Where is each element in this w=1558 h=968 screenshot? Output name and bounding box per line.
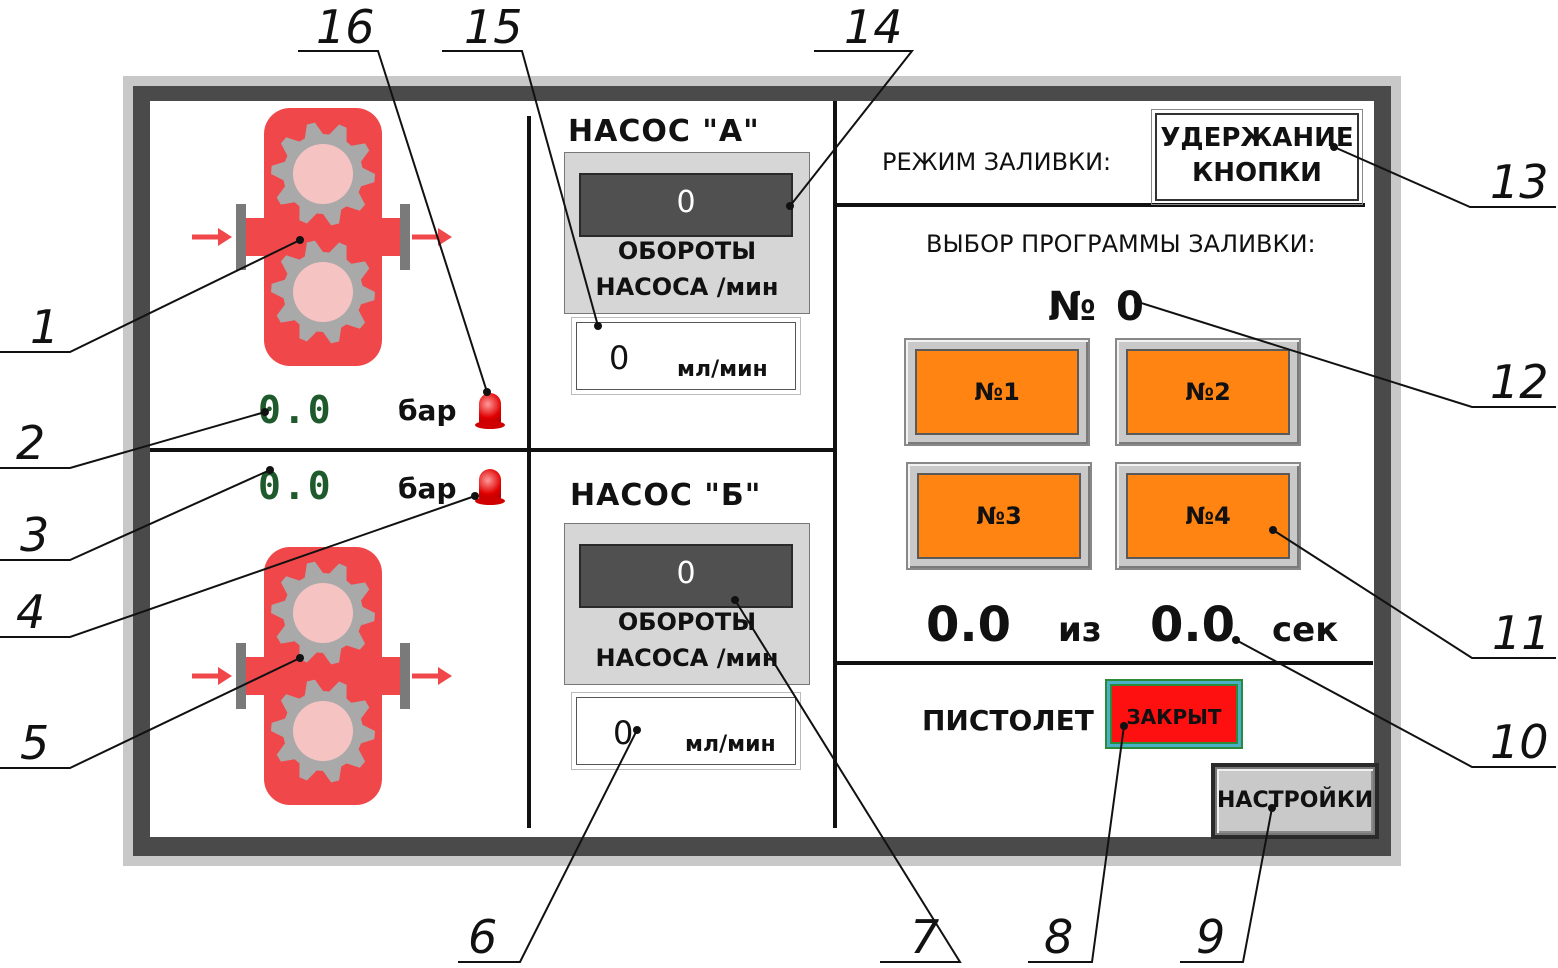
divider-pumps <box>150 448 834 452</box>
pump-a-rpm-display: 0 <box>579 173 793 237</box>
callout-13: 13 <box>1490 155 1549 209</box>
pump-b-rpm-display: 0 <box>579 544 793 608</box>
callout-11: 11 <box>1492 606 1551 660</box>
divider-timer <box>835 661 1373 665</box>
callout-2: 2 <box>16 416 46 470</box>
program-button-3[interactable]: №3 <box>906 462 1092 570</box>
timer-unit: сек <box>1272 610 1339 650</box>
pump-b-flow-unit: мл/мин <box>685 732 776 757</box>
fill-mode-button-line2: КНОПКИ <box>1192 158 1322 188</box>
callout-1: 1 <box>30 300 60 354</box>
timer-elapsed: 0.0 <box>926 597 1012 653</box>
fill-mode-button-line1: УДЕРЖАНИЕ <box>1160 123 1354 153</box>
callout-6: 6 <box>468 910 498 964</box>
pump-a-gear-pump-icon <box>192 108 452 366</box>
program-number-prefix: № <box>1048 284 1097 330</box>
pump-b-flow-value: 0 <box>613 714 634 752</box>
pump-b-alarm-lamp-icon <box>475 469 505 505</box>
timer-of-word: из <box>1058 610 1102 650</box>
callout-14: 14 <box>844 0 903 54</box>
callout-7: 7 <box>910 910 940 964</box>
pump-b-rpm-panel: 0 ОБОРОТЫ НАСОСА /мин <box>564 523 810 685</box>
pump-a-pressure-value: 0.0 <box>258 388 333 432</box>
program-heading: ВЫБОР ПРОГРАММЫ ЗАЛИВКИ: <box>926 230 1316 258</box>
program-button-2-label: №2 <box>1126 349 1290 435</box>
divider-mode <box>835 203 1365 207</box>
pump-a-flow-value: 0 <box>609 339 630 377</box>
pump-b-gear-pump-icon <box>192 547 452 805</box>
divider-left <box>527 116 531 828</box>
callout-9: 9 <box>1196 910 1226 964</box>
pump-a-flow-field[interactable]: 0 мл/мин <box>571 317 801 395</box>
program-button-1[interactable]: №1 <box>904 338 1090 446</box>
divider-right <box>833 101 837 828</box>
pump-b-flow-field[interactable]: 0 мл/мин <box>571 692 801 770</box>
gun-state-button[interactable]: ЗАКРЫТ <box>1105 679 1243 749</box>
gun-state-label: ЗАКРЫТ <box>1110 684 1238 744</box>
program-selected-number: 0 <box>1116 284 1144 330</box>
program-button-4[interactable]: №4 <box>1115 462 1301 570</box>
timer-total: 0.0 <box>1150 597 1236 653</box>
pump-b-rpm-label-line1: ОБОРОТЫ <box>617 608 757 636</box>
pump-b-title: НАСОС "Б" <box>570 478 762 513</box>
callout-4: 4 <box>16 585 46 639</box>
gun-label: ПИСТОЛЕТ <box>922 704 1094 737</box>
pump-a-rpm-panel: 0 ОБОРОТЫ НАСОСА /мин <box>564 152 810 314</box>
callout-12: 12 <box>1490 355 1549 409</box>
pump-a-pressure-unit: бар <box>398 394 457 427</box>
pump-a-alarm-lamp-icon <box>475 393 505 429</box>
fill-mode-button[interactable]: УДЕРЖАНИЕ КНОПКИ <box>1151 109 1363 205</box>
callout-8: 8 <box>1044 910 1074 964</box>
pump-a-flow-unit: мл/мин <box>677 357 768 382</box>
fill-mode-label: РЕЖИМ ЗАЛИВКИ: <box>882 148 1112 176</box>
program-button-1-label: №1 <box>915 349 1079 435</box>
pump-b-rpm-label-line2: НАСОСА /мин <box>595 644 779 672</box>
callout-3: 3 <box>20 508 50 562</box>
pump-a-rpm-label-line1: ОБОРОТЫ <box>617 237 757 265</box>
program-button-3-label: №3 <box>917 473 1081 559</box>
settings-button-label: НАСТРОЙКИ <box>1215 767 1375 835</box>
callout-15: 15 <box>464 0 523 54</box>
callout-10: 10 <box>1490 715 1549 769</box>
callout-16: 16 <box>316 0 375 54</box>
settings-button[interactable]: НАСТРОЙКИ <box>1211 763 1379 839</box>
program-button-2[interactable]: №2 <box>1115 338 1301 446</box>
callout-5: 5 <box>20 716 50 770</box>
pump-a-title: НАСОС "А" <box>568 114 760 149</box>
pump-a-rpm-label-line2: НАСОСА /мин <box>595 273 779 301</box>
program-button-4-label: №4 <box>1126 473 1290 559</box>
pump-b-pressure-unit: бар <box>398 472 457 505</box>
